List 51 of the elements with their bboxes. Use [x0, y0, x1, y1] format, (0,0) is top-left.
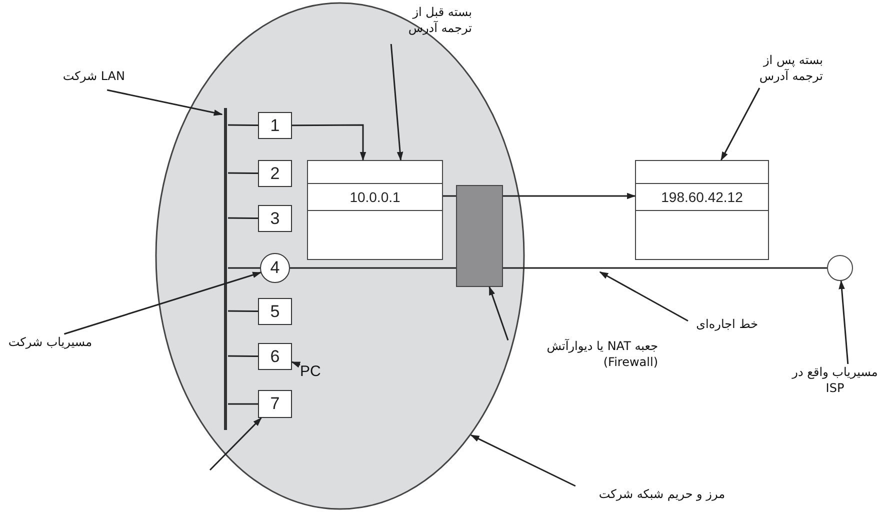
- connector-line: [228, 355, 258, 358]
- connector-line: [228, 403, 258, 405]
- leader-arrow: [599, 271, 688, 322]
- arrow: [292, 124, 366, 161]
- host-number: 3: [270, 208, 280, 228]
- leader-arrow: [488, 286, 509, 341]
- arrow: [503, 192, 636, 200]
- connector-line: [228, 217, 258, 220]
- packet-box: [307, 160, 443, 260]
- packet-box: [635, 160, 769, 260]
- annotation-text: مرز و حریم شبکه شرکت: [598, 486, 725, 502]
- lan-bus-line: [224, 108, 226, 430]
- nat-firewall-box: [456, 185, 503, 287]
- annotation-text: بسته پس از ترجمه آدرس: [758, 52, 823, 84]
- ip-address: 198.60.42.12: [661, 189, 743, 205]
- annotation-text: مسیریاب شرکت: [7, 334, 92, 350]
- host-box: [258, 298, 292, 325]
- host-number: 2: [270, 164, 280, 184]
- connector-line: [228, 267, 260, 269]
- host-number: 6: [270, 346, 280, 366]
- isp-router-circle: [827, 255, 853, 281]
- host-box: [258, 160, 292, 187]
- connector-line: [503, 267, 827, 269]
- annotation-text: خط اجاره‌ای: [695, 316, 758, 332]
- host-box: [258, 205, 292, 232]
- host-number: 5: [270, 302, 280, 322]
- annotation-text: PC: [300, 362, 322, 382]
- leader-arrow: [390, 44, 404, 161]
- leader-arrow: [470, 434, 576, 487]
- network-boundary-ellipse: [155, 2, 525, 510]
- host-number: 4: [270, 258, 280, 278]
- leader-arrow: [291, 361, 301, 368]
- leader-arrow: [838, 280, 849, 364]
- connector-line: [228, 124, 258, 126]
- annotation-text: مسیریاب واقع در ISP: [790, 364, 879, 396]
- leader-arrow: [64, 272, 262, 335]
- connector-line: [228, 172, 258, 174]
- connector-line: [443, 195, 456, 197]
- host-box: [258, 390, 292, 418]
- annotation-text: جعبه NAT یا دیوارآتش (Firewall): [546, 338, 658, 370]
- host-number: 7: [270, 394, 280, 414]
- leader-arrow: [720, 88, 760, 161]
- leader-arrow: [106, 89, 223, 116]
- leader-arrow: [209, 417, 262, 471]
- connector-line: [290, 267, 456, 269]
- host-box: [258, 112, 292, 139]
- connector-line: [228, 310, 258, 312]
- ip-address: 10.0.0.1: [350, 189, 400, 205]
- annotation-text: LAN شرکت: [62, 68, 125, 84]
- host-box: [258, 343, 292, 370]
- host-number: 1: [270, 116, 280, 136]
